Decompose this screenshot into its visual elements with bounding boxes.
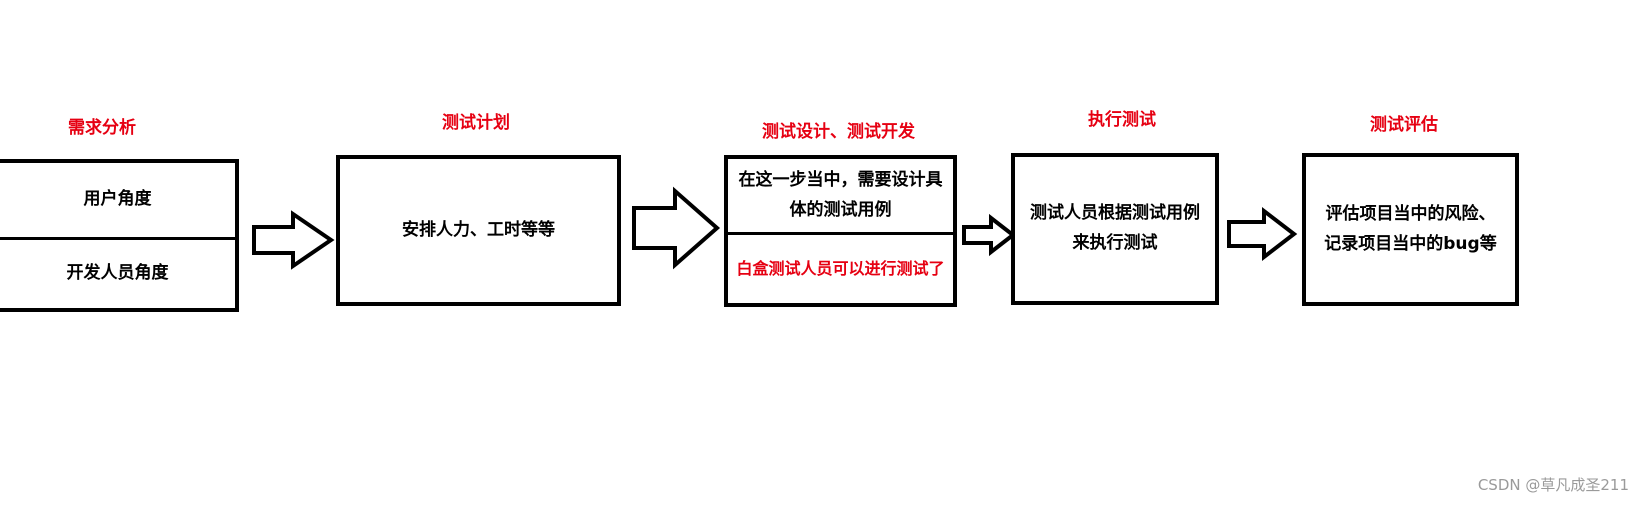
stage-title-execute-testing: 执行测试 xyxy=(1088,110,1156,130)
watermark: CSDN @草凡成圣211 xyxy=(1477,476,1629,494)
stage-box-test-evaluation: 评估项目当中的风险、记录项目当中的bug等 xyxy=(1302,153,1519,306)
stage-box-execute-testing: 测试人员根据测试用例来执行测试 xyxy=(1011,153,1219,305)
stage-box-test-design-development: 在这一步当中，需要设计具体的测试用例 白盒测试人员可以进行测试了 xyxy=(724,155,957,307)
stage-cell-developer-perspective: 开发人员角度 xyxy=(66,263,169,284)
flow-arrow-1 xyxy=(252,210,335,270)
stage-title-requirements-analysis: 需求分析 xyxy=(68,118,136,138)
stage-cell-resource-allocation: 安排人力、工时等等 xyxy=(402,219,555,240)
flow-arrow-3 xyxy=(962,213,1017,257)
stage-title-test-plan: 测试计划 xyxy=(442,113,510,133)
flow-arrow-4 xyxy=(1227,206,1298,262)
stage-cell-user-perspective: 用户角度 xyxy=(83,189,152,210)
stage-divider xyxy=(0,237,235,240)
stage-title-test-design-development: 测试设计、测试开发 xyxy=(762,122,915,142)
stage-cell-design-test-cases: 在这一步当中，需要设计具体的测试用例 xyxy=(738,169,943,220)
stage-cell-whitebox-testing: 白盒测试人员可以进行测试了 xyxy=(736,259,945,278)
stage-cell-risk-and-bug-record: 评估项目当中的风险、记录项目当中的bug等 xyxy=(1324,203,1497,254)
stage-cell-execute-per-test-cases: 测试人员根据测试用例来执行测试 xyxy=(1030,203,1200,253)
flow-arrow-2 xyxy=(632,186,721,270)
stage-title-test-evaluation: 测试评估 xyxy=(1370,115,1438,135)
stage-box-requirements-analysis: 用户角度 开发人员角度 xyxy=(0,159,239,312)
stage-box-test-plan: 安排人力、工时等等 xyxy=(336,155,621,306)
stage-divider xyxy=(728,232,953,235)
